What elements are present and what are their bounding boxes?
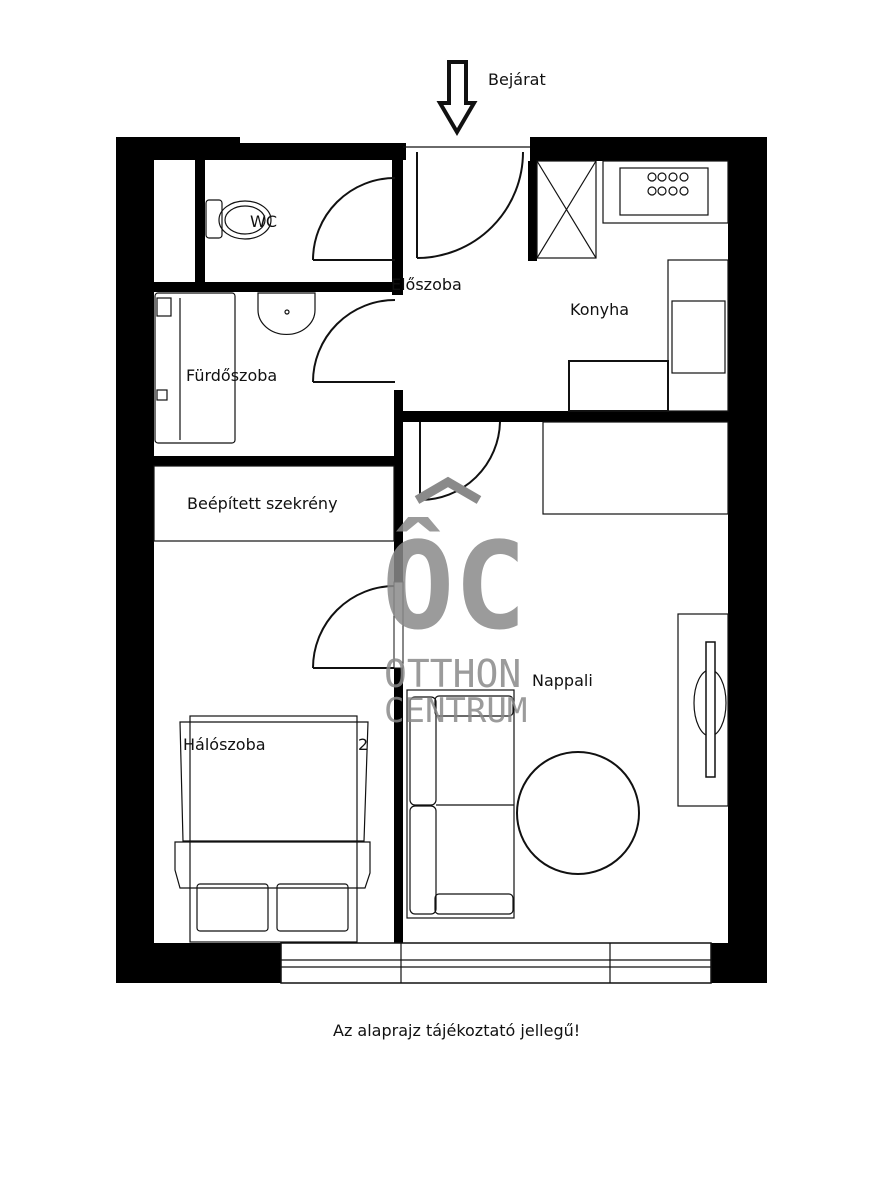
sink-icon: [257, 292, 316, 335]
wardrobe: [153, 465, 395, 542]
living-room-door: [419, 421, 501, 501]
svg-text:OTTHON: OTTHON: [384, 652, 521, 696]
bed-icon: [174, 715, 371, 943]
room-label-wc: WC: [250, 212, 277, 231]
room-label-living-room: Nappali: [532, 671, 593, 690]
room-label-hallway: Előszoba: [391, 275, 462, 294]
kitchen-fixtures: [536, 160, 729, 412]
room-label-bedroom: Hálószoba: [183, 735, 266, 754]
svg-text:CENTRUM: CENTRUM: [384, 691, 527, 731]
room-label-kitchen: Konyha: [570, 300, 629, 319]
disclaimer: Az alaprajz tájékoztató jellegű!: [333, 1021, 580, 1040]
watermark-logo: ÔC OTTHON CENTRUM: [382, 476, 527, 731]
tv-stand-icon: [677, 613, 729, 807]
toilet-icon: [205, 199, 272, 240]
room-label-wardrobe: Beépített szekrény: [187, 494, 338, 513]
walls: [116, 137, 767, 983]
stove-icon: [647, 172, 689, 196]
room-label-bathroom: Fürdőszoba: [186, 366, 277, 385]
bedroom-stray-mark: 2: [358, 735, 368, 754]
entrance-label: Bejárat: [488, 70, 546, 89]
svg-text:ÔC: ÔC: [382, 517, 527, 657]
window: [280, 942, 712, 984]
round-table-icon: [516, 751, 640, 875]
entrance-arrow-icon: [436, 60, 478, 136]
bathroom-door: [312, 299, 396, 383]
kitchen-counter-extension: [542, 421, 729, 515]
bedroom-door: [312, 581, 404, 669]
entrance-door: [403, 146, 530, 259]
wc-door: [312, 177, 396, 261]
bathtub-icon: [154, 292, 236, 444]
sofa-icon: [406, 689, 515, 919]
